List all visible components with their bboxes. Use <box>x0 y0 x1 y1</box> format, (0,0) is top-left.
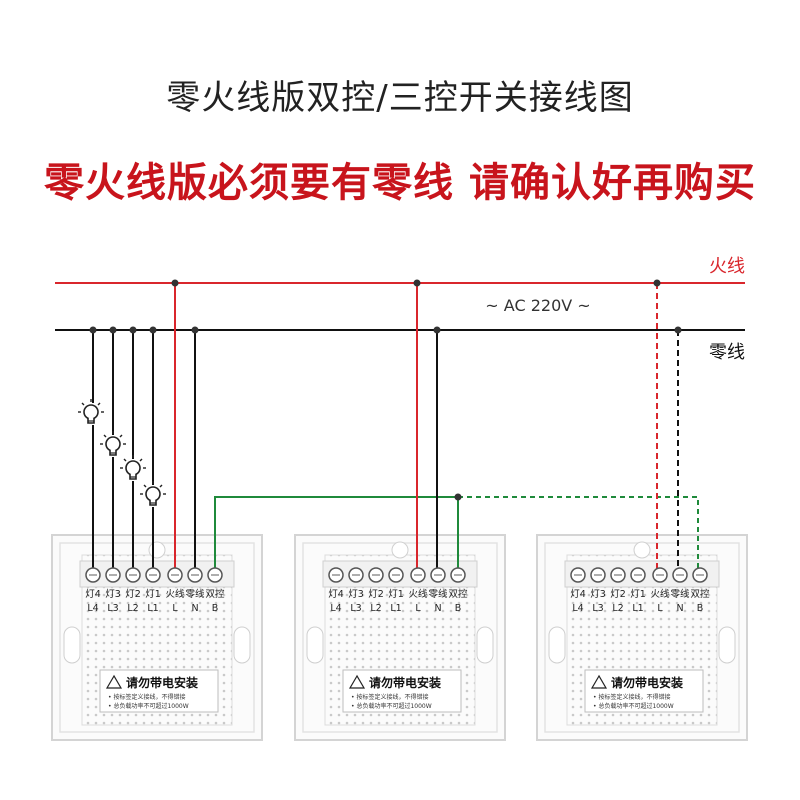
terminal-label-bottom: L1 <box>632 603 643 614</box>
warning-triangle-icon <box>105 674 123 689</box>
terminal-label-bottom: L3 <box>350 603 361 614</box>
switch-warning-line1: • 按标签定义接线，不得错接 <box>108 693 185 701</box>
terminal-label-top: 灯4 <box>328 589 344 600</box>
terminal-label-top: 火线 <box>165 588 185 600</box>
terminal-label-top: 灯2 <box>125 589 141 600</box>
terminal-label-top: 零线 <box>185 588 205 600</box>
terminal-label-bottom: L2 <box>370 603 381 614</box>
switch-warning-title: 请勿带电安装 <box>369 675 441 690</box>
terminal-label-top: 灯4 <box>570 589 586 600</box>
terminal-label-top: 灯1 <box>388 589 404 600</box>
terminal-label-bottom: L2 <box>612 603 623 614</box>
terminal-label-top: 零线 <box>670 588 690 600</box>
terminal-label-top: 零线 <box>428 588 448 600</box>
terminal-label-bottom: L <box>415 603 421 614</box>
terminal-label-top: 双控 <box>205 588 225 600</box>
terminal-label-bottom: L3 <box>107 603 118 614</box>
switch-warning-label: 请勿带电安装 • 按标签定义接线，不得错接• 总负载功率不可超过1000W <box>105 674 198 710</box>
terminal-label-bottom: B <box>455 603 462 614</box>
terminal-label-bottom: L1 <box>390 603 401 614</box>
junction-dots <box>89 279 682 501</box>
switch-warning-title: 请勿带电安装 <box>611 675 683 690</box>
terminal-label-bottom: N <box>676 603 683 614</box>
switch-warning-title: 请勿带电安装 <box>126 675 198 690</box>
terminal-label-top: 火线 <box>650 588 670 600</box>
bulb-icon-lamp3 <box>99 430 127 457</box>
page-title: 零火线版双控/三控开关接线图 <box>166 78 634 118</box>
bulb-icon-lamp4 <box>77 398 105 425</box>
control-wire-1-2 <box>214 496 459 575</box>
terminal-label-top: 双控 <box>448 588 468 600</box>
terminal-label-top: 灯1 <box>145 589 161 600</box>
terminal-label-bottom: L <box>172 603 178 614</box>
terminal-label-top: 双控 <box>690 588 710 600</box>
switch-warning-line2: • 总负载功率不可超过1000W <box>108 702 189 710</box>
live-label: 火线 <box>709 256 745 277</box>
terminal-label-top: 灯2 <box>610 589 626 600</box>
warning-banner: 零火线版必须要有零线 请确认好再购买 <box>44 160 756 206</box>
warning-triangle-icon <box>348 674 366 689</box>
terminal-label-bottom: L3 <box>592 603 603 614</box>
bulb-icon-lamp1 <box>139 480 167 507</box>
warning-labels: 请勿带电安装• 按标签定义接线，不得错接• 总负载功率不可超过1000W请勿带电… <box>105 674 683 710</box>
switch-warning-line2: • 总负载功率不可超过1000W <box>351 702 432 710</box>
switch-warning-line1: • 按标签定义接线，不得错接 <box>593 693 670 701</box>
terminal-label-top: 火线 <box>408 588 428 600</box>
terminal-label-top: 灯1 <box>630 589 646 600</box>
neutral-label: 零线 <box>709 342 745 363</box>
switch-warning-label: 请勿带电安装 • 按标签定义接线，不得错接• 总负载功率不可超过1000W <box>590 674 683 710</box>
switch-warning-line2: • 总负载功率不可超过1000W <box>593 702 674 710</box>
terminal-label-bottom: L4 <box>572 603 583 614</box>
voltage-label: ~ AC 220V ~ <box>485 296 590 315</box>
terminal-label-bottom: N <box>434 603 441 614</box>
terminal-label-bottom: L1 <box>147 603 158 614</box>
terminal-label-top: 灯2 <box>368 589 384 600</box>
terminal-label-bottom: L <box>657 603 663 614</box>
terminal-label-bottom: B <box>212 603 219 614</box>
terminal-label-top: 灯4 <box>85 589 101 600</box>
terminal-label-bottom: N <box>191 603 198 614</box>
switch-panel-3 <box>536 534 748 741</box>
control-wire-2-3-dashed <box>458 496 699 575</box>
switch-warning-line1: • 按标签定义接线，不得错接 <box>351 693 428 701</box>
terminal-label-top: 灯3 <box>348 589 364 600</box>
terminal-label-bottom: L4 <box>330 603 341 614</box>
bulb-icon-lamp2 <box>119 454 147 481</box>
terminal-label-bottom: L4 <box>87 603 98 614</box>
terminal-label-top: 灯3 <box>590 589 606 600</box>
warning-triangle-icon <box>590 674 608 689</box>
switch-warning-label: 请勿带电安装 • 按标签定义接线，不得错接• 总负载功率不可超过1000W <box>348 674 441 710</box>
terminal-label-bottom: L2 <box>127 603 138 614</box>
terminal-label-bottom: B <box>697 603 704 614</box>
terminal-label-top: 灯3 <box>105 589 121 600</box>
